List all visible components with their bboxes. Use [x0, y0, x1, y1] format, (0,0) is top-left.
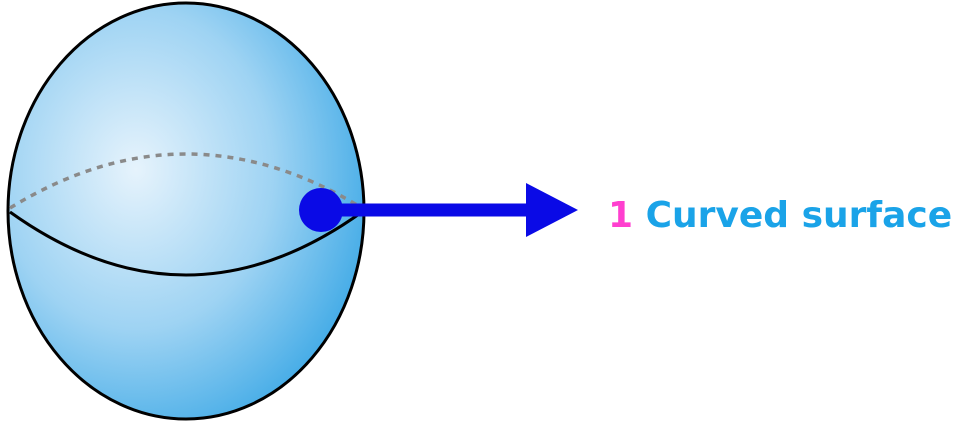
- surface-point-dot: [299, 188, 343, 232]
- surface-name: Curved surface: [645, 195, 953, 236]
- equator-visible-edge: [9, 210, 363, 277]
- surface-count: 1: [608, 195, 634, 236]
- pointer-arrow: [299, 183, 578, 237]
- equator-hidden-edge: [9, 152, 363, 210]
- arrow-head-icon: [526, 183, 578, 237]
- surface-label: 1 Curved surface: [608, 196, 952, 236]
